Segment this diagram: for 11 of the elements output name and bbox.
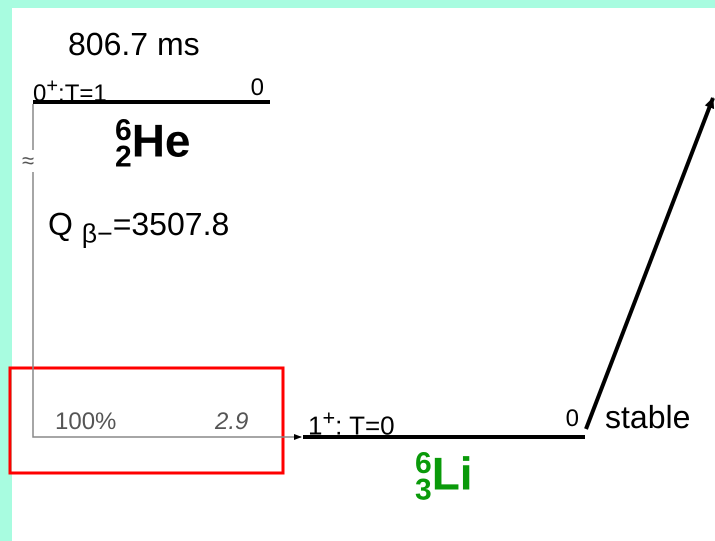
half-life: 806.7 ms: [68, 28, 200, 60]
level-energy: 0: [566, 407, 579, 431]
q-value: Q $_{β−}$=3507.8: [48, 208, 230, 248]
decay-arrow: [32, 104, 302, 440]
axis-break-mark: ≈: [22, 150, 34, 172]
level-energy: 0: [250, 76, 264, 100]
stability-label: stable: [605, 401, 690, 433]
transition-arrow: [584, 97, 715, 430]
branching-ratio: 100%: [55, 410, 116, 434]
log-ft-value: 2.9: [215, 410, 248, 434]
level-label: 1$^{+}$: T=0: [308, 407, 395, 439]
